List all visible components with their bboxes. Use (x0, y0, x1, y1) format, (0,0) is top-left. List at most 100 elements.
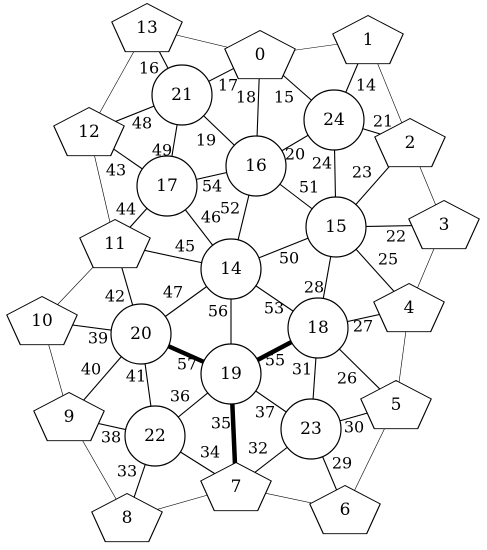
edge-label-13-21: 16 (139, 59, 159, 78)
node-24: 24 (303, 89, 365, 151)
edge-label-7-23: 32 (248, 439, 268, 458)
node-22: 22 (124, 405, 186, 467)
edge-label-15-14: 50 (279, 249, 299, 268)
edge-label-6-23: 29 (332, 454, 352, 473)
node-20-circle (110, 303, 172, 365)
node-label-24: 24 (323, 110, 345, 130)
edge-label-16-24: 20 (285, 145, 305, 164)
node-label-9: 9 (64, 407, 75, 427)
edge-label-20-19: 57 (177, 355, 197, 374)
node-0: 0 (224, 29, 296, 80)
node-4-pentagon (373, 282, 445, 333)
edge-label-18-19: 55 (265, 351, 285, 370)
node-13: 13 (111, 2, 183, 53)
node-12-pentagon (53, 106, 125, 157)
node-9: 9 (33, 391, 105, 442)
node-12: 12 (53, 106, 125, 157)
edge-label-20-22: 41 (126, 367, 146, 386)
edge-label-10-20: 39 (88, 329, 108, 348)
edge-label-14-20: 47 (163, 283, 183, 302)
edge-label-18-23: 31 (292, 360, 312, 379)
node-label-13: 13 (136, 18, 158, 38)
edge-label-11-14: 45 (175, 237, 195, 256)
node-17: 17 (136, 155, 198, 217)
edge-label-2-24: 21 (373, 112, 393, 131)
edge-label-4-15: 25 (378, 250, 398, 269)
node-16-circle (225, 135, 287, 197)
edge-label-16-14: 52 (220, 199, 240, 218)
edge-label-24-15: 24 (312, 154, 332, 173)
node-label-11: 11 (104, 234, 126, 254)
edge-label-19-22: 36 (170, 387, 190, 406)
node-18-circle (287, 297, 349, 359)
node-21: 21 (151, 64, 213, 126)
edge-label-7-22: 34 (200, 443, 220, 462)
node-7-pentagon (200, 461, 272, 512)
node-2: 2 (374, 117, 446, 168)
node-label-4: 4 (404, 298, 415, 318)
node-9-pentagon (33, 391, 105, 442)
node-label-22: 22 (144, 426, 166, 446)
node-label-10: 10 (31, 311, 53, 331)
node-label-16: 16 (245, 156, 267, 176)
edge-label-2-15: 23 (352, 163, 372, 182)
node-8: 8 (91, 492, 163, 543)
node-label-12: 12 (78, 122, 100, 142)
node-11: 11 (79, 218, 151, 269)
node-label-7: 7 (231, 477, 242, 497)
node-0-pentagon (224, 29, 296, 80)
edge-label-9-20: 40 (81, 360, 101, 379)
edge-label-5-18: 26 (337, 369, 357, 388)
edge-label-0-21: 17 (218, 76, 238, 95)
edge-label-12-17: 43 (106, 161, 126, 180)
edge-label-11-20: 42 (105, 287, 125, 306)
edge-label-14-19: 56 (208, 302, 228, 321)
node-label-23: 23 (300, 419, 322, 439)
node-label-3: 3 (439, 215, 450, 235)
edge-label-14-18: 53 (264, 299, 284, 318)
edge-label-17-14: 46 (201, 208, 221, 227)
node-19-circle (200, 343, 262, 405)
node-5-pentagon (360, 379, 432, 430)
node-23: 23 (280, 398, 342, 460)
node-10: 10 (6, 295, 78, 346)
edge-label-15-18: 28 (304, 278, 324, 297)
edge-label-16-15: 51 (299, 178, 319, 197)
node-label-0: 0 (255, 45, 266, 65)
node-18: 18 (287, 297, 349, 359)
node-3-pentagon (408, 199, 480, 250)
node-10-pentagon (6, 295, 78, 346)
node-21-circle (151, 64, 213, 126)
node-23-circle (280, 398, 342, 460)
node-label-19: 19 (220, 364, 242, 384)
node-4: 4 (373, 282, 445, 333)
node-label-1: 1 (363, 30, 374, 50)
node-label-15: 15 (325, 217, 347, 237)
node-14: 14 (200, 238, 262, 300)
edge-label-21-17: 49 (152, 141, 172, 160)
node-22-circle (124, 405, 186, 467)
node-label-18: 18 (307, 318, 329, 338)
node-14-circle (200, 238, 262, 300)
edge-label-7-19: 35 (211, 414, 231, 433)
node-6-pentagon (309, 484, 381, 535)
node-3: 3 (408, 199, 480, 250)
node-8-pentagon (91, 492, 163, 543)
edge-label-12-21: 48 (132, 114, 152, 133)
node-label-17: 17 (156, 176, 178, 196)
node-label-8: 8 (122, 508, 133, 528)
edge-label-4-18: 27 (353, 317, 373, 336)
edge-label-1-24: 14 (356, 76, 376, 95)
node-label-21: 21 (171, 85, 193, 105)
node-label-5: 5 (391, 395, 402, 415)
node-13-pentagon (111, 2, 183, 53)
node-1: 1 (332, 14, 404, 65)
edge-label-16-17: 54 (202, 177, 222, 196)
node-5: 5 (360, 379, 432, 430)
node-15: 15 (305, 196, 367, 258)
node-15-circle (305, 196, 367, 258)
edge-label-0-16: 18 (236, 88, 256, 107)
